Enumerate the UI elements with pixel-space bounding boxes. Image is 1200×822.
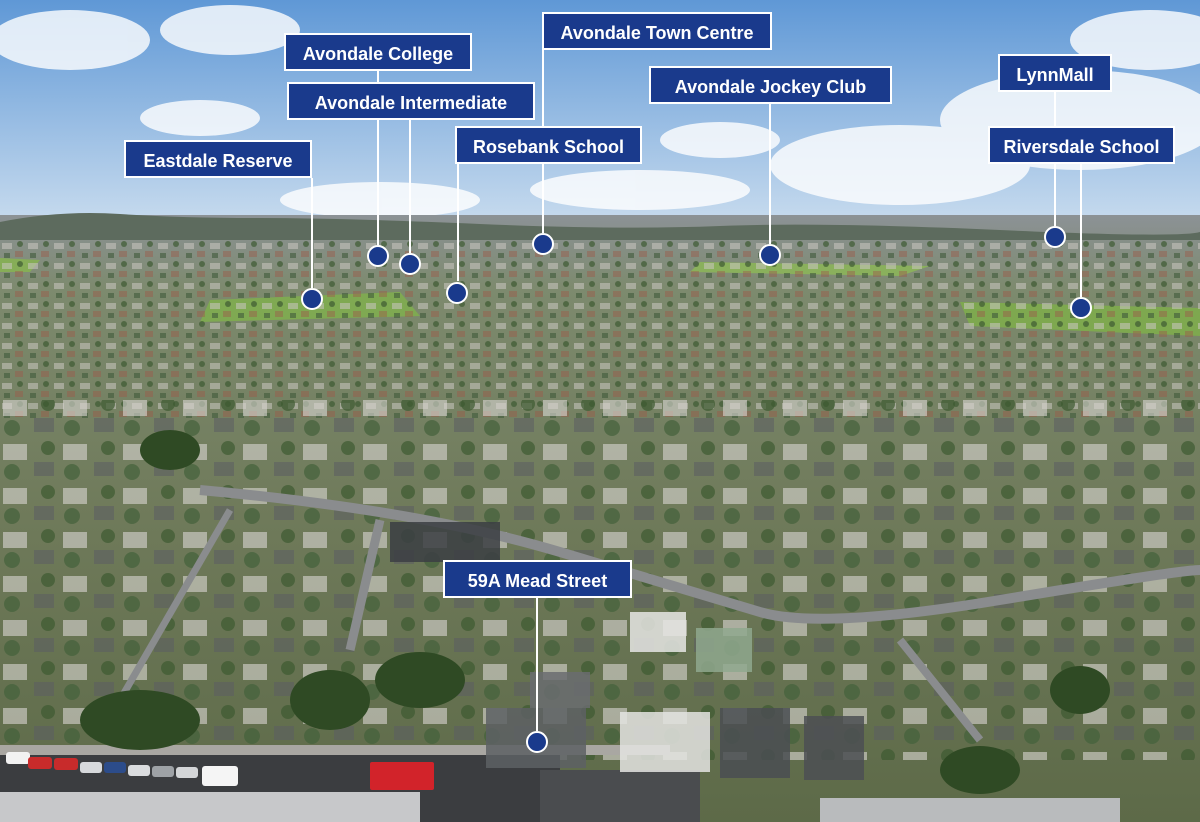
map-pin-icon [532,233,554,255]
map-pin-icon [399,253,421,275]
poi-label-rosebank-school: Rosebank School [455,126,642,164]
poi-stem-rosebank [457,164,459,281]
property-pin-icon [526,731,548,753]
property-stem [536,598,538,731]
poi-stem-college [377,71,379,245]
poi-label-avondale-college: Avondale College [284,33,472,71]
poi-label-eastdale-reserve: Eastdale Reserve [124,140,312,178]
poi-label-lynnmall: LynnMall [998,54,1112,92]
poi-label-riversdale-school: Riversdale School [988,126,1175,164]
map-pin-icon [1070,297,1092,319]
poi-label-avondale-intermediate: Avondale Intermediate [287,82,535,120]
poi-stem-riversdale [1080,164,1082,297]
property-label: 59A Mead Street [443,560,632,598]
map-pin-icon [446,282,468,304]
map-pin-icon [759,244,781,266]
poi-label-avondale-jockey-club: Avondale Jockey Club [649,66,892,104]
poi-stem-intermediate [409,120,411,253]
map-pin-icon [301,288,323,310]
poi-stem-jockey [769,104,771,244]
poi-stem-eastdale [311,178,313,288]
map-pin-icon [1044,226,1066,248]
map-pin-icon [367,245,389,267]
poi-label-avondale-town-centre: Avondale Town Centre [542,12,772,50]
